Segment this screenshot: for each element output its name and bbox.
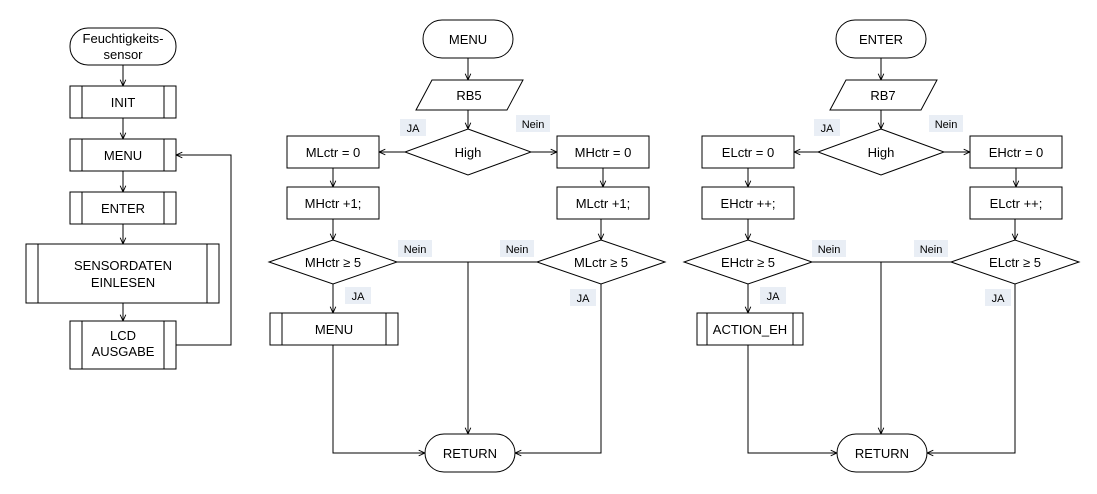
menu-action-label: MENU — [315, 322, 353, 337]
menu-input-label: RB5 — [456, 88, 481, 103]
enter-subroutine: ENTER RB7 High ELctr = 0 EHctr = 0 EHctr… — [682, 19, 1081, 473]
main-flow: Feuchtigkeits- sensor INIT MENU ENTER SE… — [25, 27, 232, 370]
enter-left-assign-label: ELctr = 0 — [722, 145, 774, 160]
enter-branch-labels: JA Nein Nein Nein JA JA — [760, 115, 1011, 306]
menu-left-check-label: MHctr ≥ 5 — [305, 255, 361, 270]
menu-subroutine: MENU RB5 High MLctr = 0 MHctr = 0 MHctr … — [267, 19, 667, 473]
enter-right-assign — [969, 135, 1063, 169]
enter-decision-high — [816, 128, 946, 176]
enter-label-ja-right: JA — [992, 293, 1006, 305]
enter-right-assign-label: EHctr = 0 — [989, 145, 1044, 160]
enter-left-increment — [701, 186, 795, 220]
enter-input-rb7 — [829, 79, 938, 111]
menu-right-check-label: MLctr ≥ 5 — [574, 255, 628, 270]
menu-label-ja-right: JA — [577, 293, 591, 305]
menu-connectors — [333, 58, 603, 453]
menu-left-assign — [286, 135, 380, 169]
main-flow-connectors — [123, 65, 232, 346]
menu-input-rb5 — [415, 79, 524, 111]
menu-label: MENU — [104, 148, 142, 163]
menu-left-increment-label: MHctr +1; — [305, 196, 362, 211]
start-label-line2: sensor — [103, 47, 143, 62]
enter-label: ENTER — [101, 201, 145, 216]
menu-right-increment-label: MLctr +1; — [576, 196, 631, 211]
enter-action-label: ACTION_EH — [713, 322, 787, 337]
enter-left-check-label: EHctr ≥ 5 — [721, 255, 775, 270]
menu-label-ja-top: JA — [407, 123, 421, 135]
enter-input-label: RB7 — [870, 88, 895, 103]
enter-right-increment-label: ELctr ++; — [990, 196, 1043, 211]
enter-decision-label: High — [868, 145, 895, 160]
menu-return-label: RETURN — [443, 446, 497, 461]
enter-start-label: ENTER — [859, 32, 903, 47]
menu-decision-high — [403, 128, 533, 176]
enter-label-nein-left: Nein — [818, 244, 841, 256]
enter-right-increment — [969, 186, 1063, 220]
init-label: INIT — [111, 95, 136, 110]
menu-decision-label: High — [455, 145, 482, 160]
enter-left-increment-label: EHctr ++; — [721, 196, 776, 211]
enter-right-check-label: ELctr ≥ 5 — [989, 255, 1041, 270]
lcd-label-line2: AUSGABE — [92, 344, 155, 359]
lcd-label-line1: LCD — [110, 328, 136, 343]
enter-left-assign — [701, 135, 795, 169]
menu-label-ja-left: JA — [352, 291, 366, 303]
start-label-line1: Feuchtigkeits- — [83, 31, 164, 46]
menu-right-assign-label: MHctr = 0 — [575, 145, 632, 160]
init-process — [69, 85, 177, 119]
enter-process — [69, 191, 177, 225]
menu-label-nein-right: Nein — [506, 244, 529, 256]
menu-right-increment — [556, 186, 650, 220]
menu-branch-labels: JA Nein Nein Nein JA JA — [345, 115, 596, 306]
enter-label-ja-left: JA — [767, 291, 781, 303]
sensordaten-label-line1: SENSORDATEN — [74, 258, 172, 273]
enter-label-nein-right: Nein — [920, 244, 943, 256]
enter-label-ja-top: JA — [821, 123, 835, 135]
enter-action-process — [696, 312, 804, 346]
enter-connectors — [748, 58, 1016, 453]
enter-label-nein-top: Nein — [935, 119, 958, 131]
lcd-ausgabe-process — [69, 320, 177, 370]
sensordaten-process — [25, 243, 220, 304]
enter-return-label: RETURN — [855, 446, 909, 461]
menu-label-nein-top: Nein — [522, 119, 545, 131]
sensordaten-label-line2: EINLESEN — [91, 275, 155, 290]
menu-left-assign-label: MLctr = 0 — [306, 145, 361, 160]
menu-start-label: MENU — [449, 32, 487, 47]
menu-label-nein-left: Nein — [404, 244, 427, 256]
